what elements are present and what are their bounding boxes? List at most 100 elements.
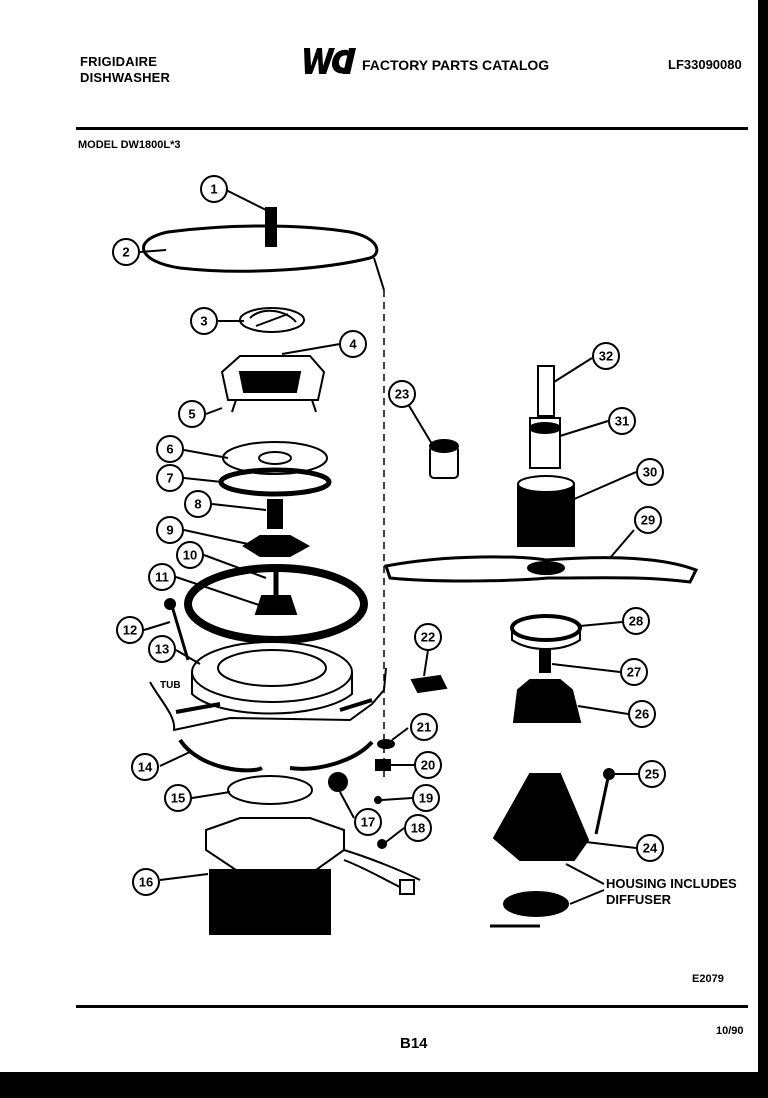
callout-number: 8 xyxy=(194,497,201,512)
callout-number: 23 xyxy=(395,387,409,402)
callout-number: 21 xyxy=(417,720,431,735)
revision-date: 10/90 xyxy=(716,1025,744,1037)
callout-28: 28 xyxy=(622,607,650,635)
callout-number: 18 xyxy=(411,821,425,836)
product-type: DISHWASHER xyxy=(80,70,171,85)
brand-name: FRIGIDAIRE xyxy=(80,54,158,69)
footer-rule xyxy=(76,1005,748,1008)
callout-1: 1 xyxy=(200,175,228,203)
callout-25: 25 xyxy=(638,760,666,788)
callout-circle xyxy=(412,784,440,812)
callout-circle xyxy=(148,635,176,663)
callout-18: 18 xyxy=(404,814,432,842)
callout-circle xyxy=(634,506,662,534)
callout-19: 19 xyxy=(412,784,440,812)
callout-circle xyxy=(628,700,656,728)
callout-number: 1 xyxy=(210,182,217,197)
callout-number: 12 xyxy=(123,623,137,638)
callout-22: 22 xyxy=(414,623,442,651)
callout-number: 2 xyxy=(122,245,129,260)
callout-8: 8 xyxy=(184,490,212,518)
callout-circle xyxy=(622,607,650,635)
callout-number: 9 xyxy=(166,523,173,538)
callout-number: 27 xyxy=(627,665,641,680)
callout-circle xyxy=(116,616,144,644)
brand-block: FRIGIDAIRE DISHWASHER xyxy=(80,54,170,86)
callout-5: 5 xyxy=(178,400,206,428)
callout-31: 31 xyxy=(608,407,636,435)
scan-edge-right xyxy=(758,0,768,1072)
callout-number: 13 xyxy=(155,642,169,657)
callout-circle xyxy=(354,808,382,836)
callout-circle xyxy=(410,713,438,741)
wci-logo xyxy=(304,48,356,74)
housing-note-line2: DIFFUSER xyxy=(606,892,671,907)
callout-circle xyxy=(190,307,218,335)
callout-2: 2 xyxy=(112,238,140,266)
callout-16: 16 xyxy=(132,868,160,896)
callout-circle xyxy=(636,834,664,862)
callout-27: 27 xyxy=(620,658,648,686)
callout-26: 26 xyxy=(628,700,656,728)
callout-number: 15 xyxy=(171,791,185,806)
page-number: B14 xyxy=(400,1035,428,1052)
callout-circle xyxy=(620,658,648,686)
callout-17: 17 xyxy=(354,808,382,836)
callout-number: 11 xyxy=(155,570,169,585)
callout-circle xyxy=(112,238,140,266)
callout-circle xyxy=(148,563,176,591)
callout-number: 19 xyxy=(419,791,433,806)
callout-number: 24 xyxy=(643,841,658,856)
callout-circle xyxy=(592,342,620,370)
diagram-code: E2079 xyxy=(692,973,724,985)
callout-number: 29 xyxy=(641,513,655,528)
callout-number: 3 xyxy=(200,314,207,329)
callout-20: 20 xyxy=(414,751,442,779)
callout-circle xyxy=(404,814,432,842)
callout-number: 32 xyxy=(599,349,613,364)
callout-circle xyxy=(388,380,416,408)
callout-number: 28 xyxy=(629,614,643,629)
callout-number: 14 xyxy=(138,760,153,775)
callout-number: 10 xyxy=(183,548,197,563)
scan-edge-bottom xyxy=(0,1072,768,1098)
callout-number: 26 xyxy=(635,707,649,722)
model-number: MODEL DW1800L*3 xyxy=(78,139,181,151)
callout-number: 22 xyxy=(421,630,435,645)
callout-circle xyxy=(131,753,159,781)
callout-circle xyxy=(132,868,160,896)
callout-circle xyxy=(176,541,204,569)
callout-3: 3 xyxy=(190,307,218,335)
callout-number: 6 xyxy=(166,442,173,457)
callout-circle xyxy=(200,175,228,203)
callout-number: 5 xyxy=(188,407,195,422)
catalog-number: LF33090080 xyxy=(668,57,742,72)
callout-6: 6 xyxy=(156,435,184,463)
callout-11: 11 xyxy=(148,563,176,591)
callout-circle xyxy=(608,407,636,435)
callout-4: 4 xyxy=(339,330,367,358)
callout-30: 30 xyxy=(636,458,664,486)
housing-note-line1: HOUSING INCLUDES xyxy=(606,876,737,891)
callout-7: 7 xyxy=(156,464,184,492)
callout-circle xyxy=(184,490,212,518)
callout-circle xyxy=(156,435,184,463)
callout-10: 10 xyxy=(176,541,204,569)
callout-circle xyxy=(638,760,666,788)
header-rule xyxy=(76,127,748,130)
callout-24: 24 xyxy=(636,834,664,862)
callout-number: 30 xyxy=(643,465,657,480)
callout-number: 4 xyxy=(349,337,357,352)
callout-circle xyxy=(636,458,664,486)
callout-circle xyxy=(156,516,184,544)
callout-circle xyxy=(156,464,184,492)
callout-circle xyxy=(164,784,192,812)
callout-number: 31 xyxy=(615,414,629,429)
callout-23: 23 xyxy=(388,380,416,408)
callout-circle xyxy=(339,330,367,358)
callout-13: 13 xyxy=(148,635,176,663)
callout-circle xyxy=(178,400,206,428)
callout-12: 12 xyxy=(116,616,144,644)
tub-label: TUB xyxy=(160,680,181,691)
